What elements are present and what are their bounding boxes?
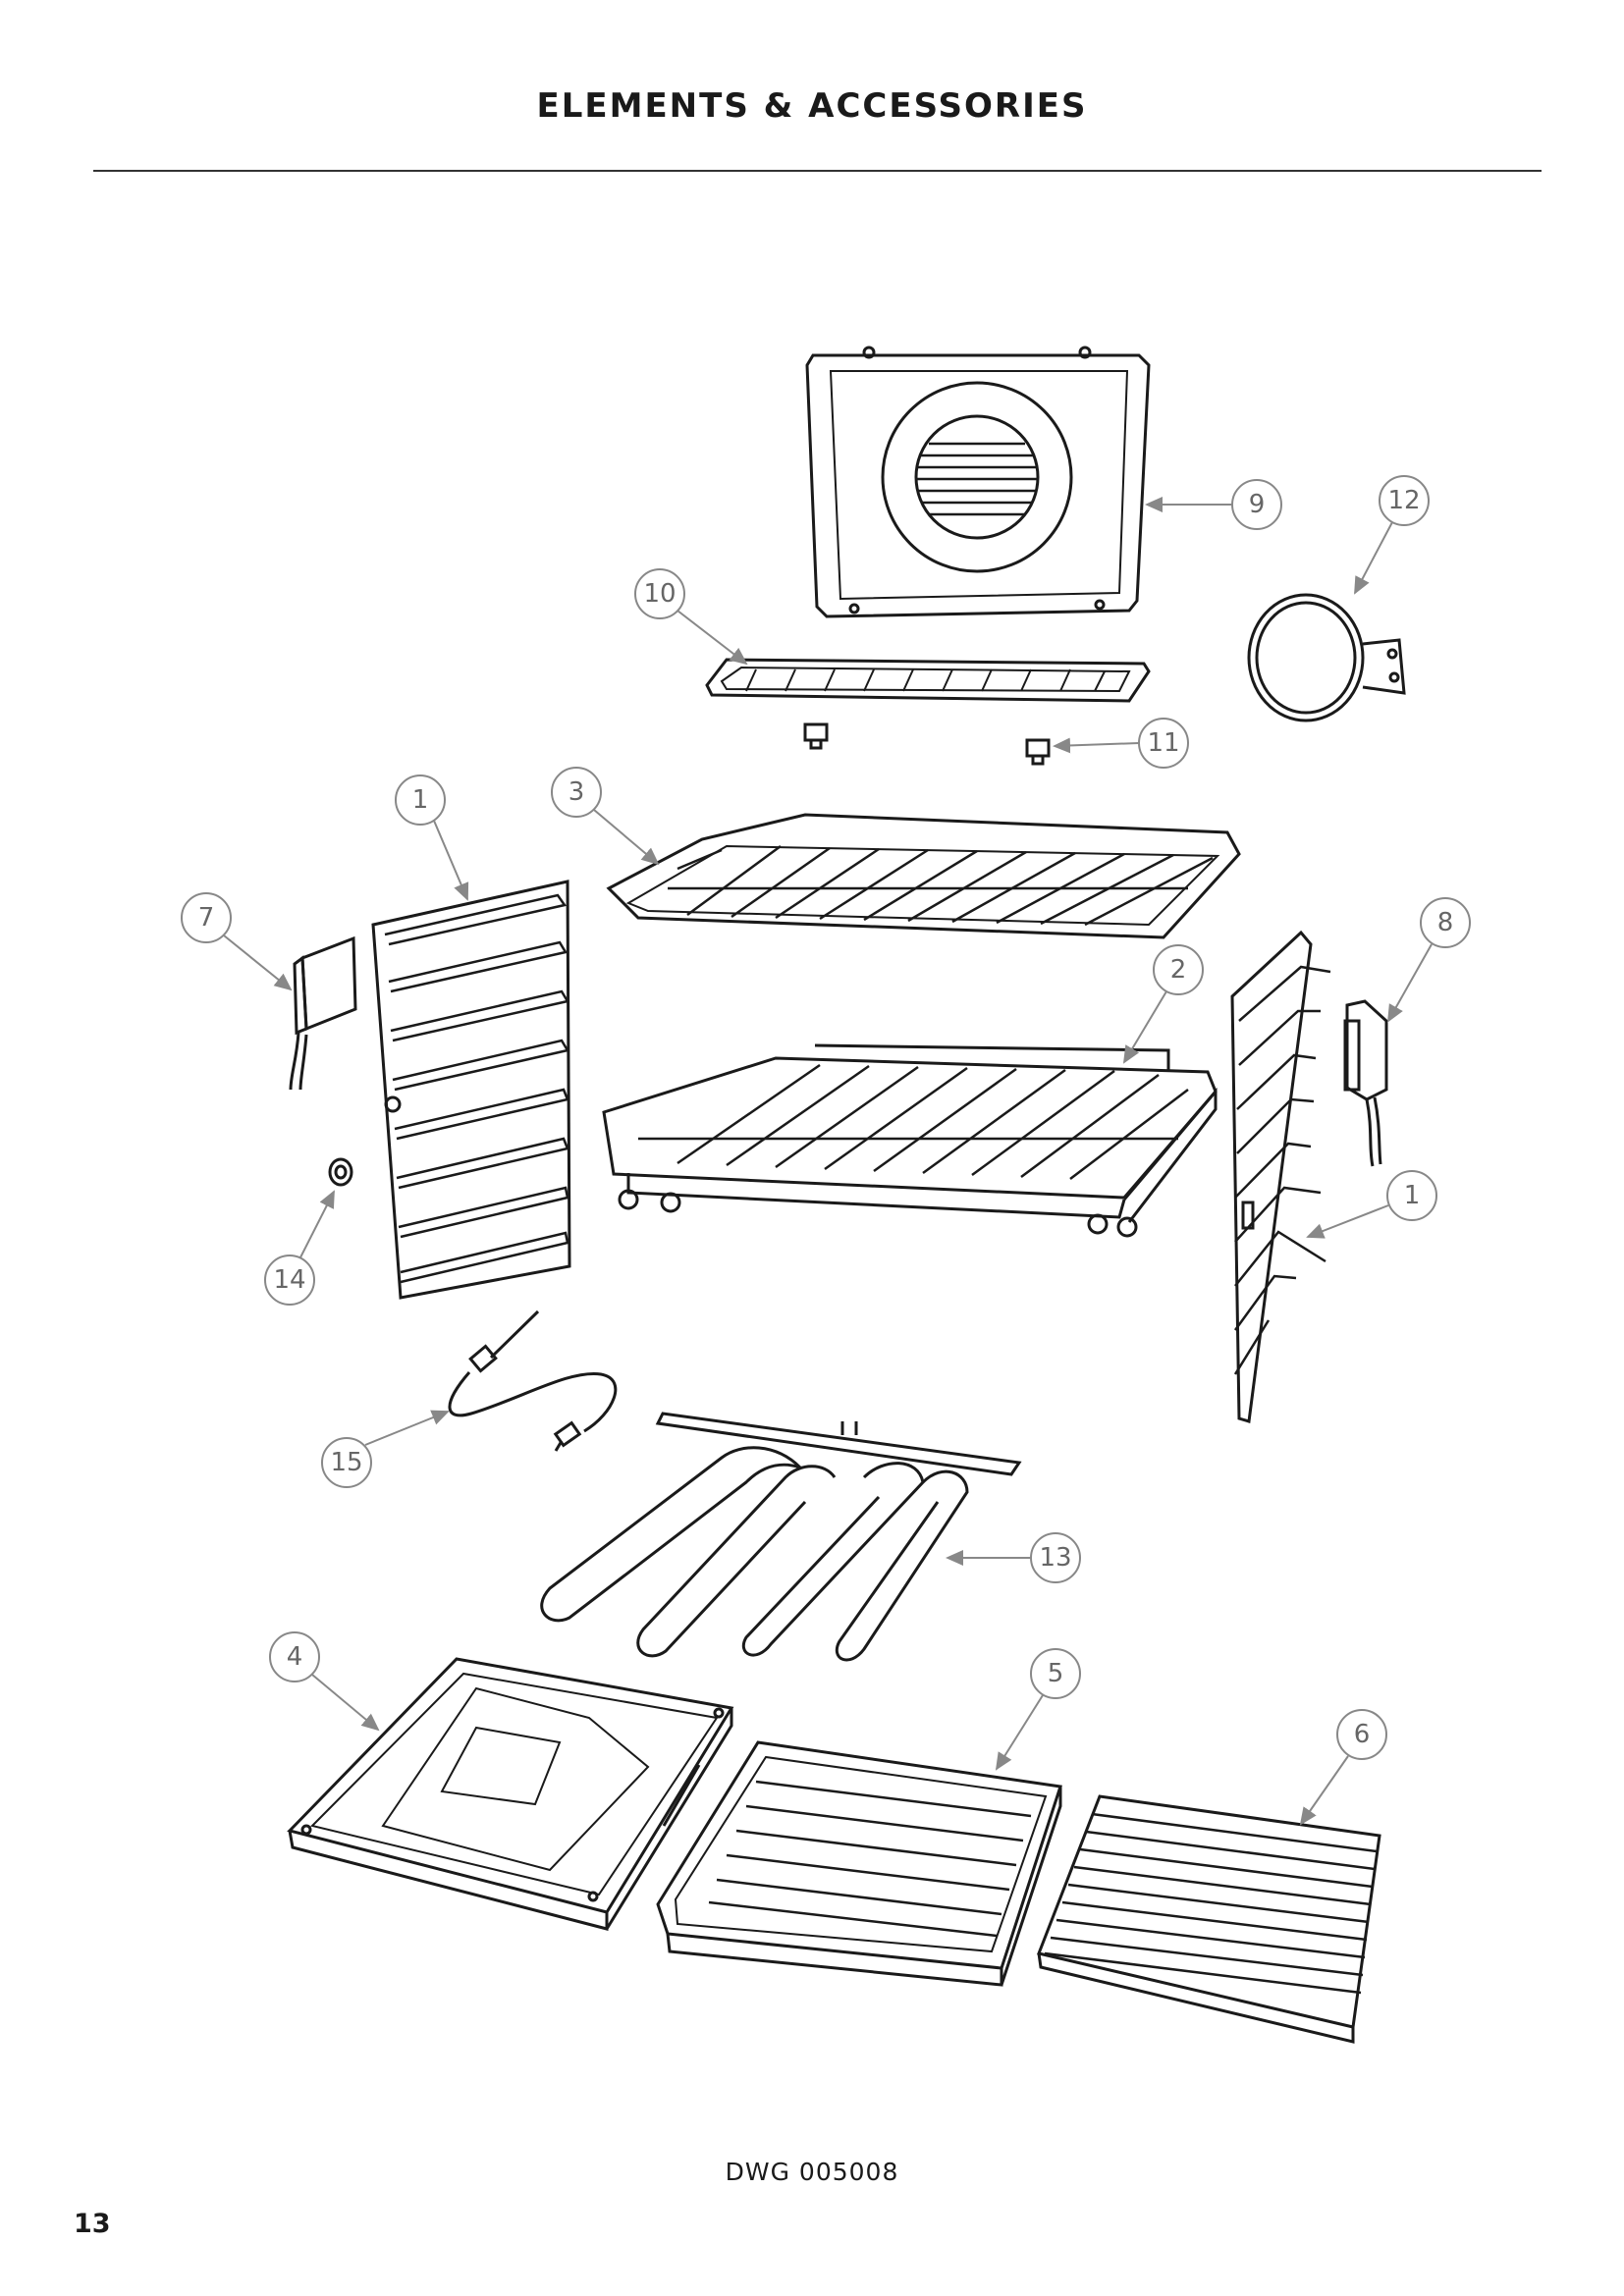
callout-label: 8 — [1437, 908, 1454, 937]
callout-9: 9 — [1145, 479, 1282, 530]
callout-label: 1 — [1404, 1181, 1421, 1210]
light-switch-right-part — [1343, 999, 1388, 1167]
callout-label: 15 — [330, 1448, 362, 1477]
callout-label: 7 — [198, 903, 215, 933]
page-title: ELEMENTS & ACCESSORIES — [536, 86, 1088, 126]
circular-element-part — [1247, 593, 1406, 722]
rear-panel-part — [805, 346, 1151, 618]
callout-label: 11 — [1147, 728, 1179, 758]
wire-rack-part — [1036, 1794, 1381, 2044]
callout-label: 4 — [287, 1642, 303, 1672]
side-rack-right-part — [1230, 930, 1331, 1423]
callout-2: 2 — [1122, 944, 1204, 1064]
upper-shelf-part — [606, 813, 1241, 939]
page-number: 13 — [74, 2209, 111, 2239]
grill-pan-part — [656, 1740, 1062, 1987]
callout-8: 8 — [1387, 897, 1471, 1023]
roasting-dish-part — [287, 1657, 734, 1931]
sliding-shelf-part — [602, 1043, 1218, 1238]
header-divider — [93, 170, 1542, 172]
callout-label: 13 — [1039, 1543, 1071, 1573]
callout-11: 11 — [1053, 718, 1189, 769]
callout-1-right: 1 — [1306, 1170, 1437, 1239]
callout-markers: 9 12 10 11 1 3 7 — [181, 475, 1471, 1826]
callout-10: 10 — [634, 568, 748, 666]
callout-12: 12 — [1354, 475, 1430, 595]
callout-label: 1 — [412, 785, 429, 815]
callout-3: 3 — [551, 767, 660, 866]
callout-6: 6 — [1299, 1709, 1387, 1826]
callout-13: 13 — [946, 1532, 1081, 1583]
callout-label: 14 — [273, 1265, 305, 1295]
callout-label: 6 — [1354, 1720, 1371, 1749]
clip-part — [803, 722, 1051, 766]
callout-label: 2 — [1170, 955, 1187, 985]
callout-label: 9 — [1249, 490, 1266, 519]
light-switch-left-part — [289, 935, 357, 1091]
callout-5: 5 — [995, 1648, 1081, 1771]
probe-part — [448, 1309, 618, 1452]
side-rack-left-part — [371, 880, 571, 1300]
callout-14: 14 — [264, 1190, 335, 1306]
callout-15: 15 — [321, 1410, 450, 1488]
callout-7: 7 — [181, 892, 293, 991]
bake-element-part — [540, 1412, 1022, 1662]
callout-4: 4 — [269, 1631, 380, 1732]
callout-label: 10 — [643, 579, 676, 609]
drawing-number: DWG 005008 — [725, 2158, 899, 2186]
callout-label: 12 — [1387, 486, 1420, 515]
callout-label: 5 — [1048, 1659, 1064, 1688]
knob-part — [328, 1157, 353, 1187]
callout-label: 3 — [568, 777, 585, 807]
callout-1-left: 1 — [395, 774, 469, 901]
grill-element-part — [705, 658, 1151, 703]
